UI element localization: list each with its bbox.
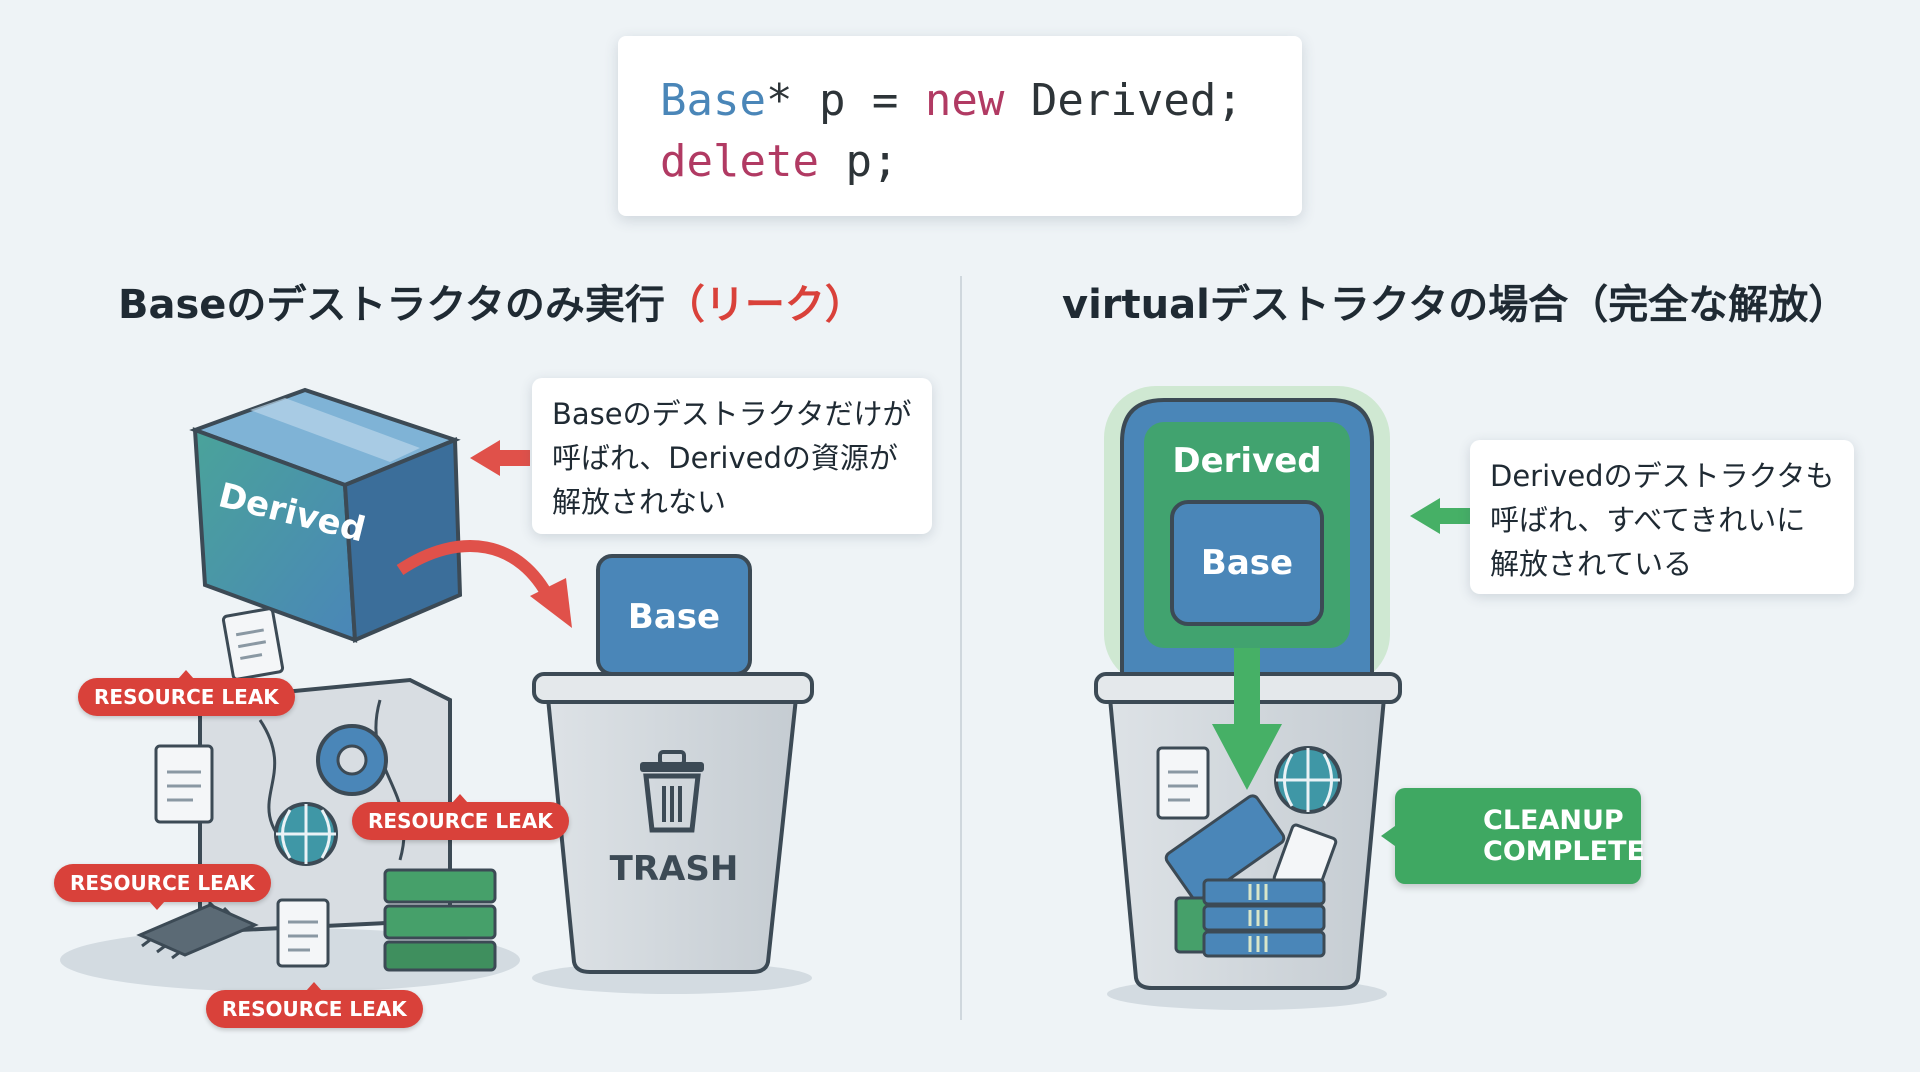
- resource-leak-tag: RESOURCE LEAK: [78, 670, 295, 716]
- right-callout-line: Derivedのデストラクタも: [1490, 459, 1835, 493]
- right-callout-line: 呼ばれ、すべてきれいに: [1490, 503, 1806, 537]
- cleanup-badge: CLEANUP COMPLETE: [1381, 788, 1645, 884]
- curved-arrow-icon: [396, 540, 572, 628]
- document-icon: [276, 898, 330, 968]
- left-heading-text: Baseのデストラクタのみ実行: [118, 282, 665, 328]
- base-block: Base: [596, 554, 752, 676]
- code-keyword-new: new: [924, 75, 1005, 126]
- code-text: Derived;: [1004, 75, 1243, 126]
- cleanup-line: COMPLETE: [1483, 836, 1645, 867]
- trash-label: TRASH: [610, 849, 739, 889]
- globe-icon: [274, 802, 338, 866]
- cleanup-line: CLEANUP: [1483, 805, 1624, 836]
- right-callout-line: 解放されている: [1490, 547, 1693, 581]
- base-label: Base: [1201, 543, 1293, 583]
- code-snippet: Base* p = new Derived; delete p;: [618, 36, 1302, 216]
- document-icon: [154, 744, 214, 824]
- code-line-2: delete p;: [660, 136, 898, 187]
- panel-divider: [960, 276, 962, 1020]
- code-line-1: Base* p = new Derived;: [660, 75, 1243, 126]
- code-keyword-delete: delete: [660, 136, 819, 187]
- code-text: p;: [818, 136, 899, 187]
- left-heading-leak: （リーク）: [664, 282, 865, 328]
- trash-can-icon: [640, 750, 704, 833]
- left-heading: Baseのデストラクタのみ実行（リーク）: [118, 272, 865, 330]
- cleanup-text: CLEANUP COMPLETE: [1483, 805, 1645, 867]
- resource-leak-tag: RESOURCE LEAK: [206, 982, 423, 1028]
- derived-container: Derived Base: [1104, 386, 1390, 686]
- arrow-left-icon: [1410, 498, 1470, 534]
- arrow-left-icon: [470, 440, 530, 476]
- trash-bin: [532, 672, 814, 994]
- document-icon: [1156, 746, 1210, 820]
- right-heading: virtualデストラクタの場合（完全な解放）: [1062, 282, 1849, 328]
- document-icon: [221, 607, 285, 681]
- left-callout: Baseのデストラクタだけが 呼ばれ、Derivedの資源が 解放されない: [532, 378, 932, 534]
- globe-icon: [1274, 746, 1342, 814]
- server-stack-icon: [1174, 878, 1326, 958]
- derived-box: Derived: [189, 387, 463, 643]
- derived-label: Derived: [1172, 441, 1321, 481]
- base-block-label: Base: [628, 597, 720, 637]
- gear-icon: [316, 724, 388, 796]
- chip-icon: [136, 894, 259, 960]
- resource-leak-tag: RESOURCE LEAK: [352, 794, 569, 840]
- server-stack-icon: [383, 868, 497, 972]
- code-text: * p =: [765, 75, 925, 126]
- right-callout: Derivedのデストラクタも 呼ばれ、すべてきれいに 解放されている: [1470, 440, 1854, 594]
- left-callout-line: 解放されない: [552, 485, 727, 519]
- resource-leak-tag: RESOURCE LEAK: [54, 864, 271, 910]
- chip-icon: [1164, 794, 1286, 902]
- left-callout-line: Baseのデストラクタだけが: [552, 397, 912, 431]
- code-type-token: Base: [660, 75, 766, 126]
- arrow-down-icon: [1212, 648, 1282, 790]
- left-callout-line: 呼ばれ、Derivedの資源が: [552, 441, 898, 475]
